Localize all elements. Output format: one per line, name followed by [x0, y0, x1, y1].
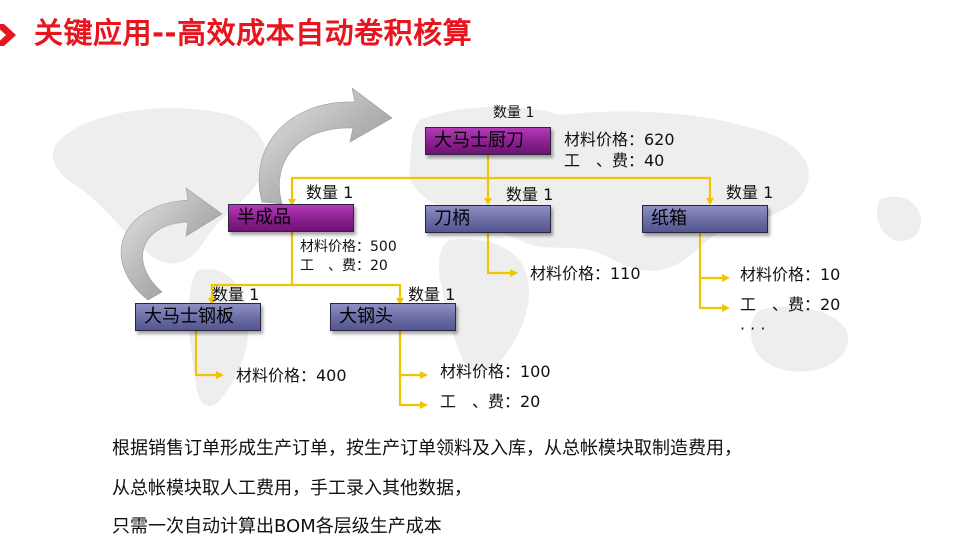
bom-node-steel-head[interactable]: 大钢头 — [330, 303, 456, 331]
plate-material-price: 材料价格：400 — [236, 366, 347, 385]
bom-node-damascus-plate[interactable]: 大马士钢板 — [135, 303, 261, 331]
handle-material-price: 材料价格：110 — [530, 264, 641, 283]
handle-qty-label: 数量 1 — [506, 185, 554, 204]
box-qty-label: 数量 1 — [726, 183, 774, 202]
slide-title: 关键应用--高效成本自动卷积核算 — [34, 16, 473, 50]
bom-node-carton[interactable]: 纸箱 — [642, 205, 768, 233]
root-qty-label: 数量 1 — [493, 105, 535, 121]
box-labor-cost: 工 、费：20 — [740, 295, 841, 314]
steel-head-labor-cost: 工 、费：20 — [440, 392, 541, 411]
box-material-price: 材料价格：10 — [740, 265, 841, 284]
steel-head-material-price: 材料价格：100 — [440, 362, 551, 381]
bom-node-root[interactable]: 大马士厨刀 — [425, 127, 551, 155]
description-line-1: 根据销售订单形成生产订单，按生产订单领料及入库，从总帐模块取制造费用， — [112, 438, 742, 459]
description-line-3: 只需一次自动计算出BOM各层级生产成本 — [112, 516, 442, 537]
root-material-price: 材料价格：620 — [564, 130, 675, 149]
bom-node-handle[interactable]: 刀柄 — [425, 205, 551, 233]
semi-material-price: 材料价格：500 — [300, 239, 397, 255]
more-ellipsis: · · · — [740, 319, 766, 338]
root-labor-cost: 工 、费：40 — [564, 151, 665, 170]
curved-arrow-icon — [120, 187, 223, 301]
red-chevron-icon — [0, 24, 16, 46]
plate-qty-label: 数量 1 — [212, 285, 260, 304]
description-line-2: 从总帐模块取人工费用，手工录入其他数据， — [112, 478, 472, 499]
semi-labor-cost: 工 、费：20 — [300, 258, 388, 274]
semi-qty-label: 数量 1 — [306, 183, 354, 202]
curved-arrow-icon — [258, 87, 393, 205]
bom-node-semi-finished[interactable]: 半成品 — [228, 204, 354, 232]
steel-head-qty-label: 数量 1 — [408, 285, 456, 304]
